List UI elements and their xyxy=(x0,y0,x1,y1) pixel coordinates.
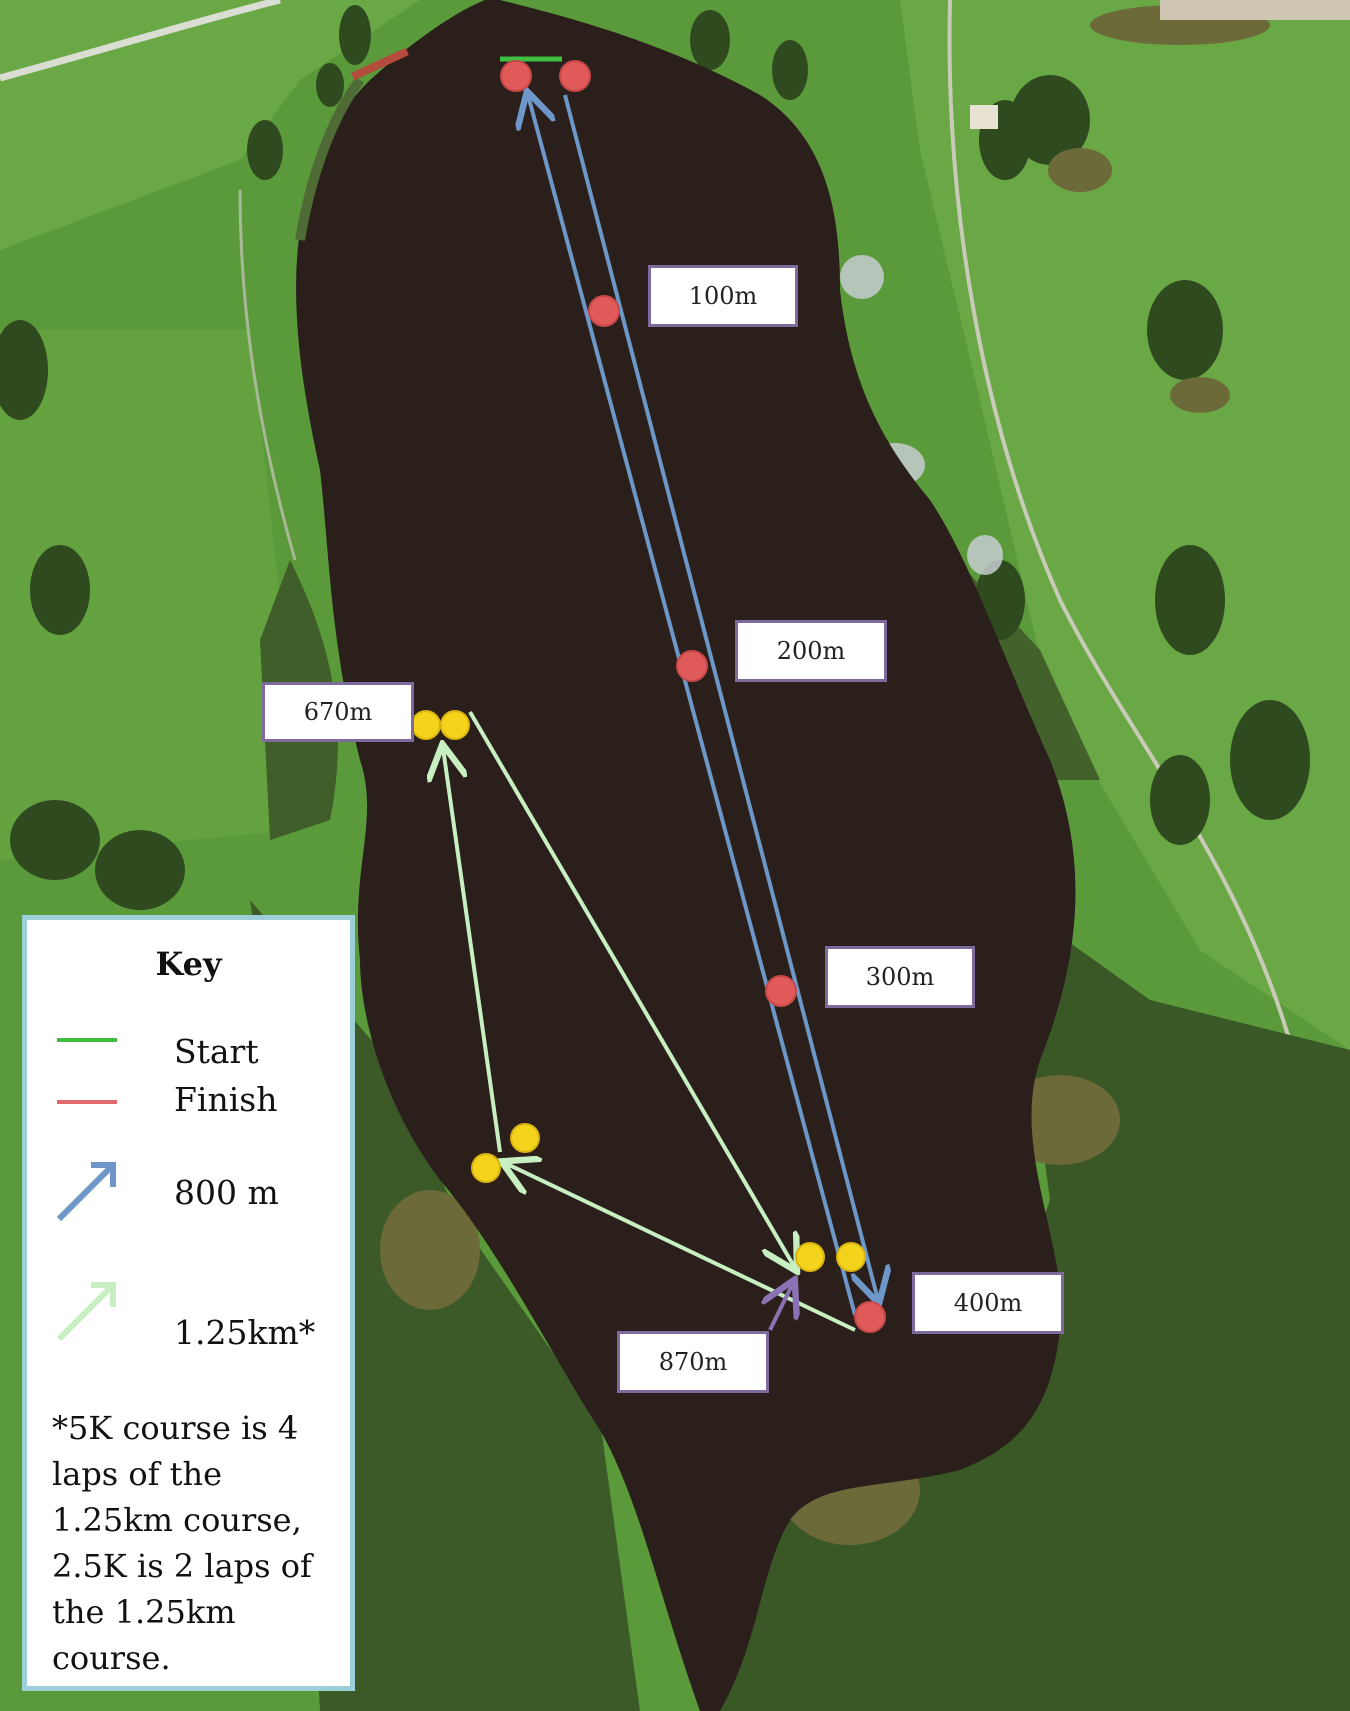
course-800-return-arrow xyxy=(528,95,857,1316)
label-100m: 100m xyxy=(648,265,798,327)
buoy-670m-left xyxy=(411,710,441,740)
label-400m: 400m xyxy=(912,1272,1064,1334)
footpath-east xyxy=(947,0,1312,1121)
key-finish-label: Finish xyxy=(174,1080,278,1119)
houses-north-east xyxy=(1160,0,1350,20)
label-670m: 670m xyxy=(262,682,414,742)
key-1250-label: 1.25km* xyxy=(174,1313,316,1352)
label-870m: 870m xyxy=(617,1331,769,1393)
map-key: Key Start Finish 800 m 1.25km* *5K cours… xyxy=(22,915,355,1691)
scattered-trees xyxy=(0,5,1310,910)
course-1250-leg1-arrow xyxy=(468,710,795,1268)
buoy-start-right xyxy=(559,60,591,92)
lake-shore-reeds xyxy=(295,77,365,241)
pointer-870m xyxy=(770,1283,793,1331)
grass-field-northwest xyxy=(0,0,420,250)
building xyxy=(970,105,998,129)
red-buoys xyxy=(500,60,886,1333)
finish-swatch xyxy=(57,1100,117,1104)
course-1250-leg3-arrow xyxy=(443,748,502,1153)
label-300m: 300m xyxy=(825,946,975,1008)
label-200m: 200m xyxy=(735,620,887,682)
footpath-north xyxy=(0,0,281,82)
yellow-buoys xyxy=(411,710,866,1272)
grass-field-west xyxy=(0,330,290,860)
key-start-label: Start xyxy=(174,1032,259,1071)
buoy-670m-right xyxy=(440,710,470,740)
buoy-start-left xyxy=(500,60,532,92)
buoy-870m-left xyxy=(795,1242,825,1272)
buoy-west-turn-2 xyxy=(510,1123,540,1153)
buoy-300m xyxy=(765,975,797,1007)
buoy-100m xyxy=(588,295,620,327)
arrow-blue-icon xyxy=(56,1162,116,1222)
buoy-870m-right xyxy=(836,1242,866,1272)
footpath-west xyxy=(238,189,297,561)
start-swatch xyxy=(57,1038,117,1042)
key-title: Key xyxy=(155,945,222,983)
key-800-label: 800 m xyxy=(174,1173,279,1212)
course-800-out-arrow xyxy=(563,94,878,1300)
jetty xyxy=(351,47,409,81)
buoy-400m xyxy=(854,1301,886,1333)
buoy-west-turn xyxy=(471,1153,501,1183)
buoy-200m xyxy=(676,650,708,682)
key-footnote: *5K course is 4 laps of the 1.25km cours… xyxy=(52,1409,312,1677)
arrow-green-icon xyxy=(56,1282,116,1342)
